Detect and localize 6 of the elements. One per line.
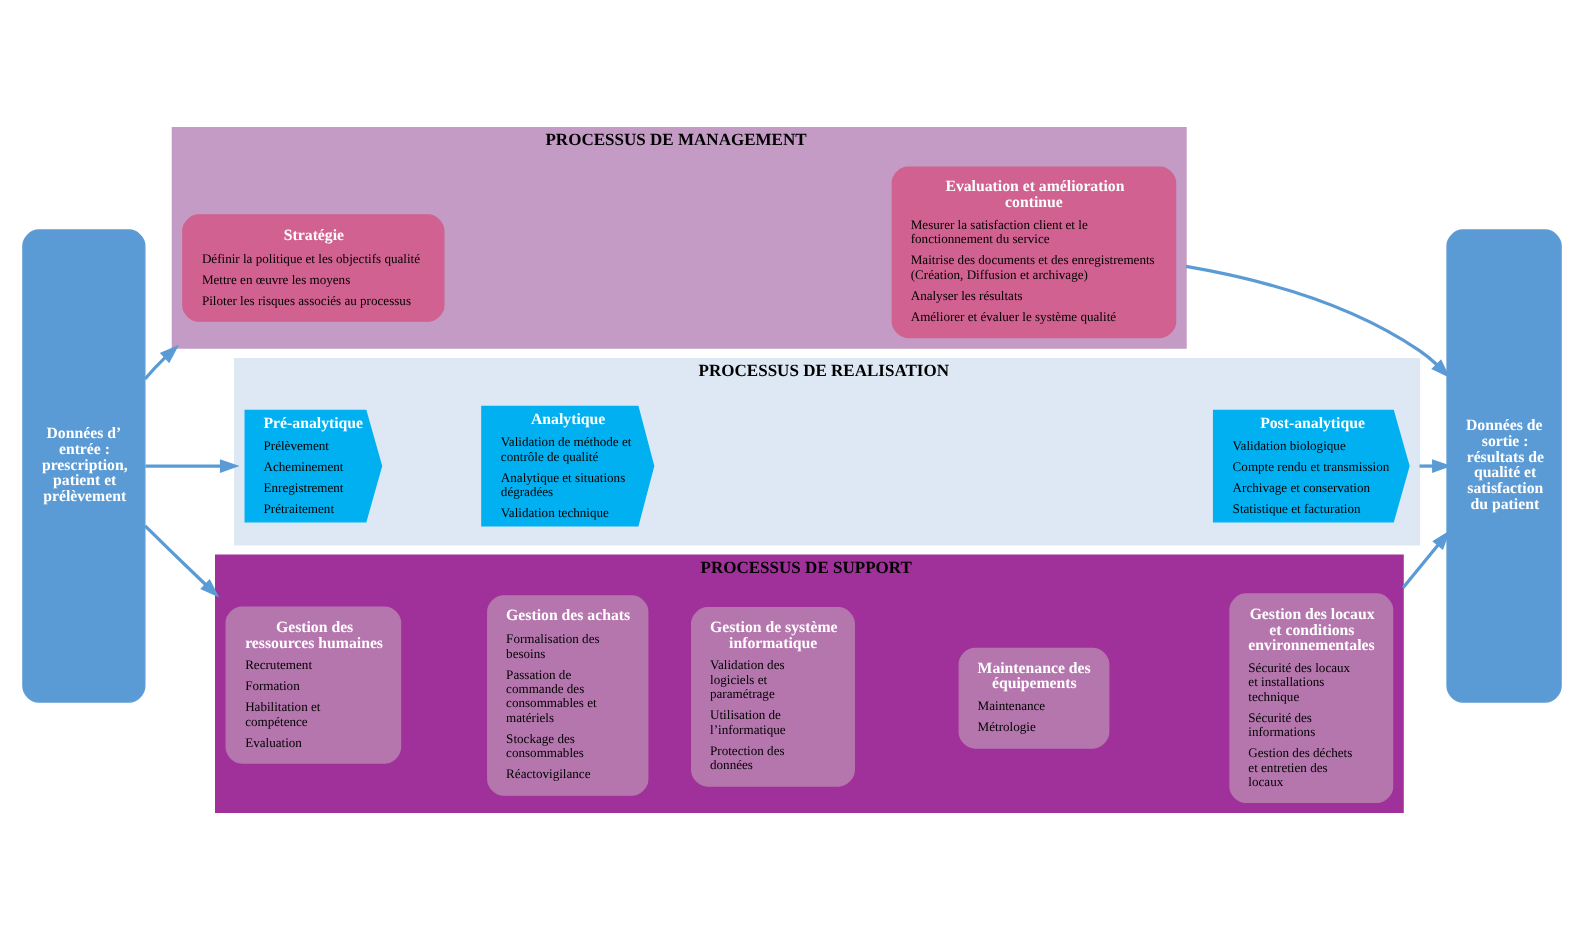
arrow (1419, 458, 1452, 472)
arrow (1401, 529, 1451, 588)
arrow (1185, 263, 1451, 378)
arrow (145, 458, 240, 472)
arrow (143, 523, 220, 597)
arrow (143, 343, 179, 380)
